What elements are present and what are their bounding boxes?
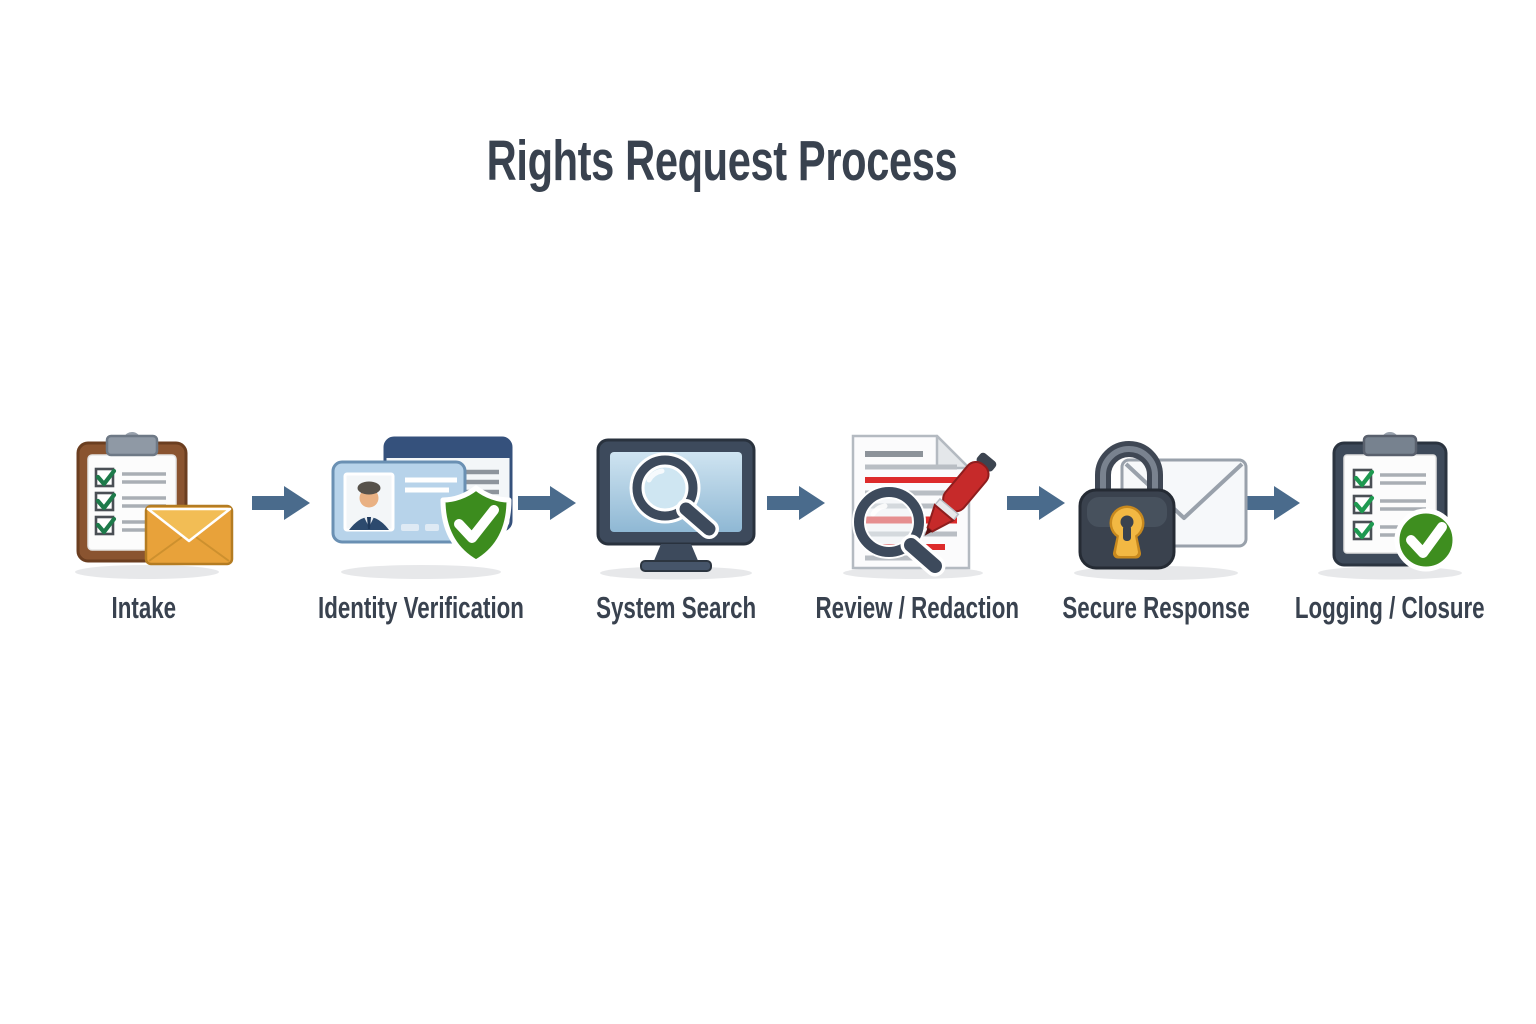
step-intake: Intake <box>24 428 264 626</box>
id-card-shield-check-icon <box>331 436 513 579</box>
magnifier-icon <box>851 485 945 577</box>
shield-check-icon <box>440 485 512 565</box>
arrow-right-icon <box>1242 483 1302 528</box>
step-label-review-redaction: Review / Redaction <box>815 590 1019 625</box>
step-label-identity-verification: Identity Verification <box>318 590 524 625</box>
arrow-right-icon <box>252 483 312 528</box>
step-label-intake: Intake <box>111 590 177 625</box>
arrow-right-icon <box>518 483 578 528</box>
monitor-magnifier-icon <box>596 438 756 580</box>
red-pen-icon <box>924 452 996 536</box>
clipboard-envelope-icon <box>74 432 233 579</box>
step-system-search: System Search <box>556 428 796 626</box>
logging-closure-icon-box <box>1298 428 1483 580</box>
id-card-front <box>331 460 467 544</box>
diagram-title: Rights Request Process <box>486 129 958 193</box>
padlock-envelope-icon <box>1074 441 1248 580</box>
document-redaction-pen-icon <box>842 434 996 579</box>
step-review-redaction: Review / Redaction <box>797 428 1037 626</box>
step-logging-closure: Logging / Closure <box>1270 428 1510 626</box>
system-search-icon-box <box>581 428 771 580</box>
review-redaction-icon-box <box>825 428 1010 580</box>
step-label-system-search: System Search <box>595 590 757 625</box>
green-check-badge-icon <box>1394 508 1457 572</box>
clipboard-check-icon <box>1317 432 1462 580</box>
intake-icon-box <box>52 428 237 580</box>
arrow-right-icon <box>767 483 827 528</box>
secure-response-icon-box <box>1056 428 1256 580</box>
padlock-icon <box>1078 441 1176 570</box>
checklist-rows <box>94 467 166 536</box>
envelope-icon <box>144 504 233 566</box>
step-label-logging-closure: Logging / Closure <box>1295 590 1485 625</box>
step-identity-verification: Identity Verification <box>301 428 541 626</box>
identity-icon-box <box>321 428 521 580</box>
step-label-secure-response: Secure Response <box>1062 590 1250 625</box>
magnifier-icon <box>629 452 719 539</box>
checklist-rows <box>1352 468 1426 541</box>
step-secure-response: Secure Response <box>1036 428 1276 626</box>
arrow-right-icon <box>1007 483 1067 528</box>
